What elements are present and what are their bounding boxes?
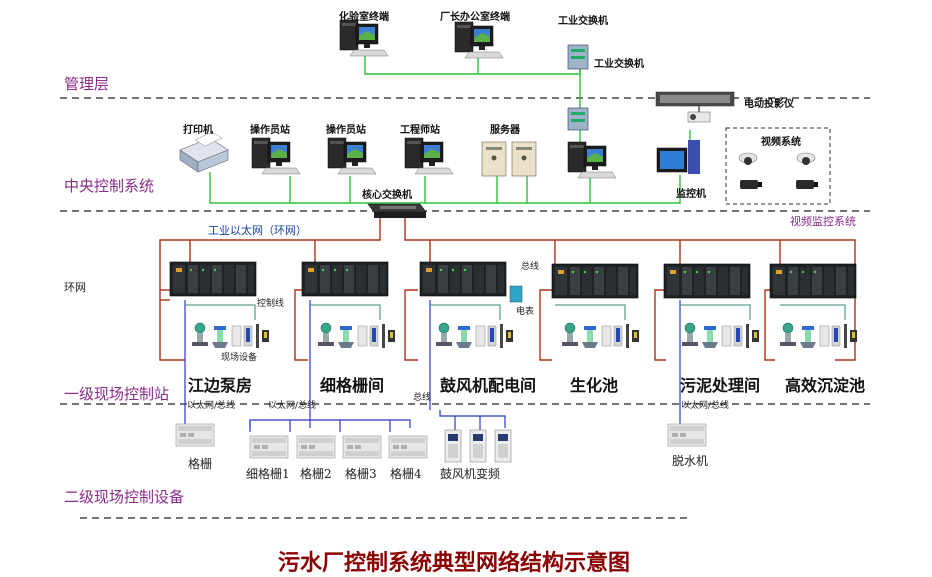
plc-station-6-icon bbox=[769, 263, 857, 299]
projector-screen-icon bbox=[655, 91, 735, 107]
grille-2-io-icon bbox=[296, 435, 336, 459]
projector-icon bbox=[687, 106, 711, 123]
plc-station-3-icon bbox=[419, 261, 507, 297]
eth-bus-2-label: 以太网/总线 bbox=[268, 401, 317, 411]
layer-central-label: 中央控制系统 bbox=[64, 177, 155, 195]
ring-network bbox=[159, 216, 856, 361]
station-3-label: 鼓风机配电间 bbox=[440, 376, 537, 395]
field-device-label: 现场设备 bbox=[221, 353, 258, 363]
switch-side-label: 工业交换机 bbox=[594, 59, 644, 70]
fine-grille-1-io-icon bbox=[249, 435, 289, 459]
layer-field1-label: 一级现场控制站 bbox=[64, 385, 170, 403]
eth-bus-1-label: 以太网/总线 bbox=[187, 401, 236, 411]
video-system-label: 视频监控系统 bbox=[790, 215, 856, 228]
station-5-label: 污泥处理间 bbox=[680, 376, 761, 395]
director-terminal-icon bbox=[454, 21, 504, 59]
eth-bus-4-label: 以太网/总线 bbox=[681, 401, 730, 411]
layer-field2-label: 二级现场控制设备 bbox=[64, 488, 185, 506]
bus-line-label: 总线 bbox=[521, 262, 540, 272]
box-camera-2-icon bbox=[796, 180, 818, 189]
blower-vfd-1-icon bbox=[444, 429, 462, 463]
operator-station-1-icon bbox=[251, 137, 301, 175]
monitor-label: 监控机 bbox=[676, 189, 706, 200]
printer-label: 打印机 bbox=[183, 125, 213, 136]
printer-icon bbox=[179, 131, 229, 173]
dome-camera-1-icon bbox=[738, 152, 758, 166]
lab-terminal-icon bbox=[339, 19, 389, 57]
box-camera-1-icon bbox=[740, 180, 762, 189]
lab-terminal-label: 化验室终端 bbox=[339, 12, 389, 23]
monitor-icon bbox=[656, 140, 700, 174]
industrial-switch-mid-icon bbox=[567, 107, 589, 131]
field-instruments-2-icon bbox=[317, 322, 396, 349]
field-instruments-4-icon bbox=[561, 322, 640, 349]
station-6-label: 高效沉淀池 bbox=[785, 376, 866, 395]
dewater-io-icon bbox=[667, 423, 707, 447]
station-4-label: 生化池 bbox=[570, 376, 619, 395]
grille-3-io-icon bbox=[342, 435, 382, 459]
field-bus bbox=[184, 300, 681, 432]
core-switch-icon bbox=[367, 203, 427, 218]
director-terminal-label: 厂长办公室终端 bbox=[440, 12, 510, 23]
switch-top-label: 工业交换机 bbox=[558, 16, 608, 27]
field-instruments-5-icon bbox=[681, 322, 760, 349]
engineer-label: 工程师站 bbox=[400, 125, 440, 136]
management-links bbox=[209, 54, 691, 204]
field-instruments-1-icon bbox=[191, 322, 270, 349]
fine-grille-1-label: 细格栅1 bbox=[246, 467, 290, 481]
plc-station-5-icon bbox=[663, 263, 751, 299]
grille-2-label: 格栅2 bbox=[300, 467, 332, 481]
operator1-label: 操作员站 bbox=[250, 125, 290, 136]
station-1-label: 江边泵房 bbox=[188, 376, 253, 395]
ring-label: 环网 bbox=[64, 281, 86, 294]
blower-vfd-2-icon bbox=[469, 429, 487, 463]
engineer-station-icon bbox=[404, 137, 454, 175]
power-meter-icon bbox=[509, 285, 523, 303]
dome-camera-2-icon bbox=[796, 152, 816, 166]
control-line-label: 控制线 bbox=[257, 299, 285, 309]
video-box-label: 视频系统 bbox=[761, 137, 801, 148]
grille-4-io-icon bbox=[388, 435, 428, 459]
switch-pc-icon bbox=[567, 141, 617, 179]
video-system-box bbox=[725, 127, 831, 205]
grille-label: 格栅 bbox=[188, 457, 213, 471]
bus-3-label: 总线 bbox=[413, 393, 432, 403]
blower-vfd-label: 鼓风机变频 bbox=[440, 467, 501, 481]
field-wiring bbox=[185, 304, 846, 320]
plc-station-2-icon bbox=[301, 261, 389, 297]
plc-station-1-icon bbox=[169, 261, 257, 297]
meter-label: 电表 bbox=[516, 307, 535, 317]
dewater-label: 脱水机 bbox=[672, 454, 709, 468]
core-switch-label: 核心交换机 bbox=[362, 190, 412, 201]
blower-vfd-3-icon bbox=[494, 429, 512, 463]
operator2-label: 操作员站 bbox=[326, 125, 366, 136]
layer-separators bbox=[60, 97, 870, 519]
operator-station-2-icon bbox=[327, 137, 377, 175]
projector-label: 电动投影仪 bbox=[744, 99, 794, 110]
grille-3-label: 格栅3 bbox=[345, 467, 377, 481]
plc-station-4-icon bbox=[551, 263, 639, 299]
industrial-switch-top-icon bbox=[567, 44, 589, 70]
field-instruments-3-icon bbox=[435, 322, 514, 349]
field-instruments-6-icon bbox=[779, 322, 858, 349]
grille-io-icon bbox=[175, 423, 215, 447]
ethernet-label: 工业以太网（环网） bbox=[208, 224, 307, 237]
server-icon bbox=[481, 141, 537, 177]
grille-4-label: 格栅4 bbox=[390, 467, 422, 481]
station-2-label: 细格栅间 bbox=[320, 376, 385, 395]
diagram-title: 污水厂控制系统典型网络结构示意图 bbox=[278, 550, 631, 576]
layer-management-label: 管理层 bbox=[64, 75, 110, 93]
server-label: 服务器 bbox=[490, 125, 520, 136]
